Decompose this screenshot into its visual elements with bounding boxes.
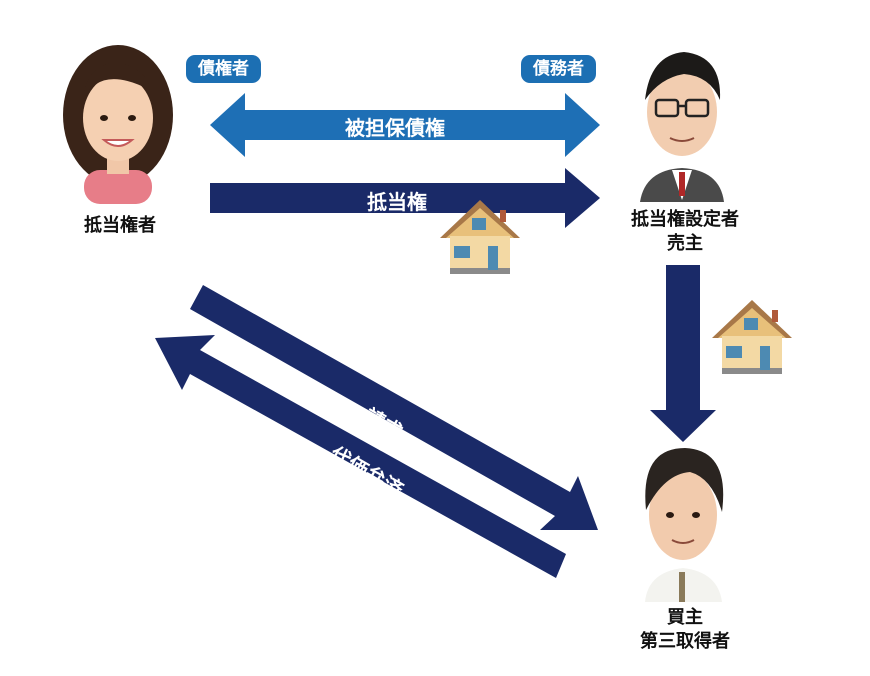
house-icon xyxy=(712,300,792,374)
mortgagor-role: 抵当権設定者 xyxy=(631,209,739,230)
mortgagee-label: 抵当権者 xyxy=(84,215,156,236)
mortgage-label: 抵当権 xyxy=(367,190,427,214)
house-icon xyxy=(440,200,520,274)
third-acquirer-role: 第三取得者 xyxy=(640,631,730,652)
buyer-role: 買主 xyxy=(667,607,703,628)
avatar xyxy=(645,448,724,602)
buyer-label: 買主 第三取得者 xyxy=(610,606,760,654)
avatar xyxy=(640,52,724,202)
creditor-badge: 債権者 xyxy=(186,55,261,83)
claim-arrow xyxy=(190,285,598,530)
secured-claim-label: 被担保債権 xyxy=(345,116,445,140)
mortgagor-label: 抵当権設定者 売主 xyxy=(610,208,760,256)
debtor-badge: 債務者 xyxy=(521,55,596,83)
secured-claim-arrow xyxy=(210,93,600,157)
transfer-arrow xyxy=(650,265,716,442)
payment-arrow xyxy=(155,335,566,578)
avatar xyxy=(63,45,173,204)
seller-role: 売主 xyxy=(667,233,703,254)
